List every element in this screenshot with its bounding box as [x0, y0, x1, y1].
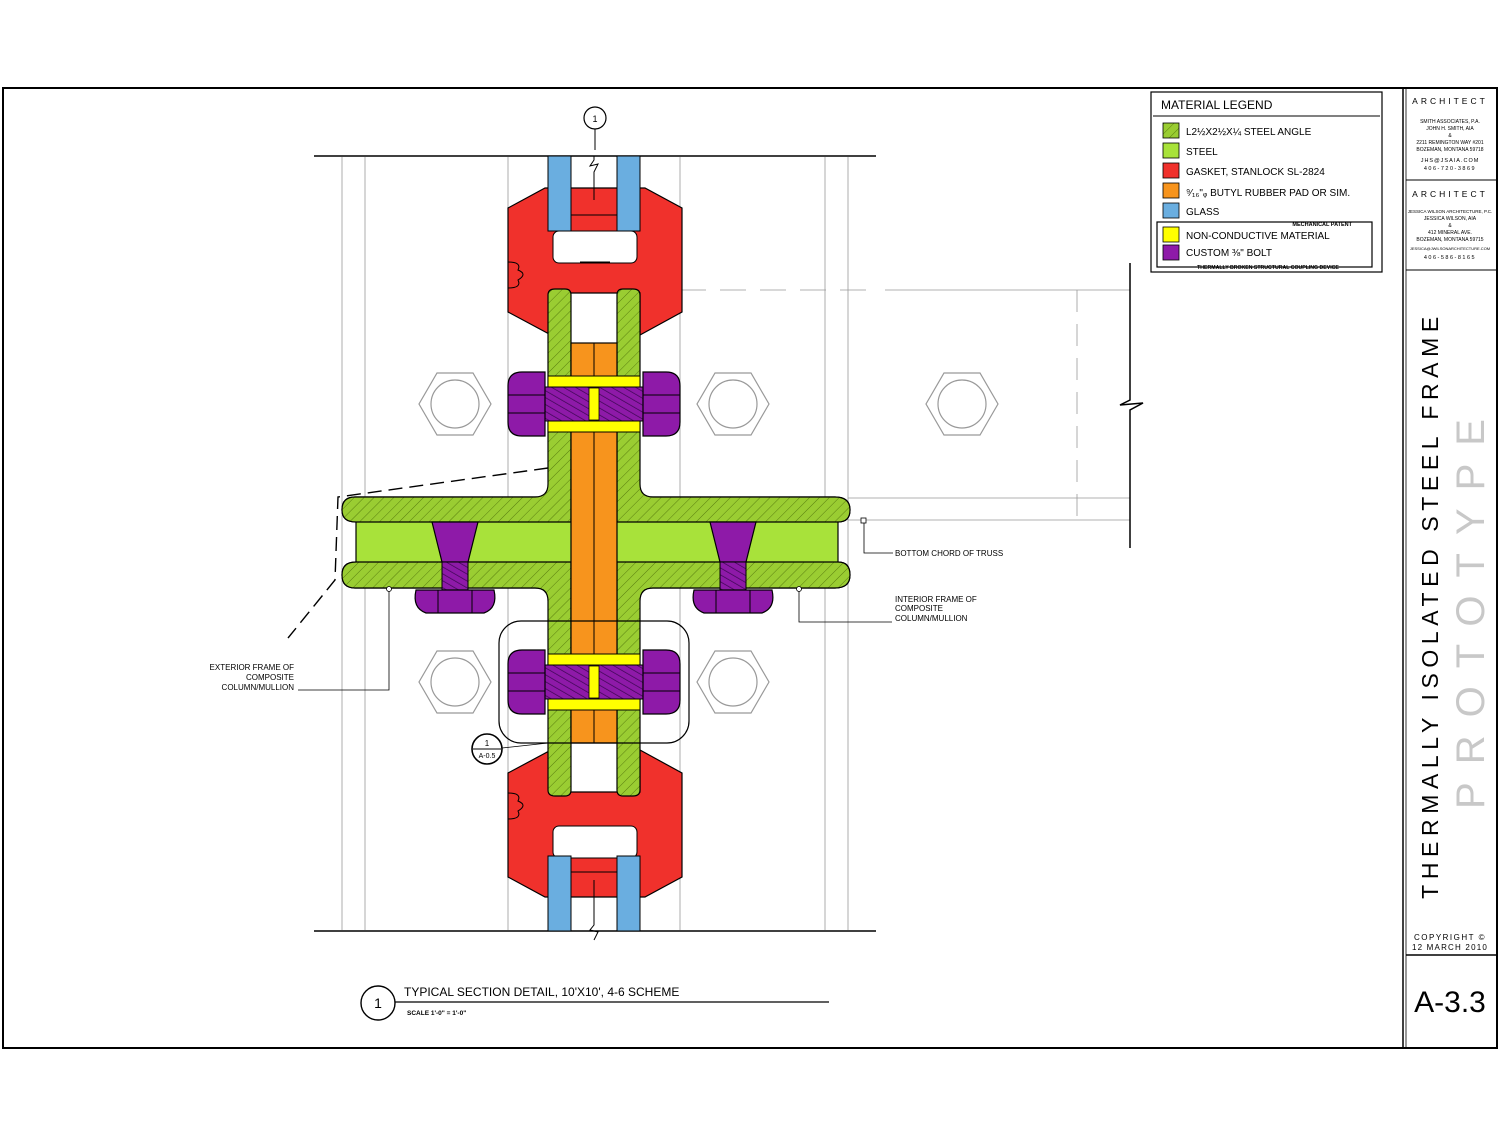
legend-item-label: NON-CONDUCTIVE MATERIAL	[1186, 231, 1330, 242]
material-legend: MATERIAL LEGEND L2½X2½X¼ STEEL ANGLE STE…	[1150, 91, 1383, 273]
ref-bubble-bottom: A-0.5	[479, 753, 496, 760]
non-conductive-sleeve	[588, 387, 600, 421]
architect-2-line: JESSICA@JWILSONARCHITECTURE.COM	[1410, 246, 1490, 251]
architect-2-line: BOZEMAN, MONTANA 59715	[1416, 237, 1483, 243]
device-label: THERMALLY BROKEN STRUCTURAL COUPLING DEV…	[1197, 265, 1339, 271]
bolt-nut-right	[642, 371, 681, 437]
detail-scale: SCALE 1'-0" = 1'-0"	[407, 1010, 466, 1017]
legend-swatch-gasket	[1162, 162, 1180, 179]
architect-1-line: &	[1448, 133, 1452, 139]
note-interior-line: INTERIOR FRAME OF	[895, 595, 977, 604]
architect-2-line: JESSICA WILSON ARCHITECTURE, P.C.	[1408, 209, 1492, 214]
copyright-text: COPYRIGHT ©	[1414, 933, 1486, 942]
legend-swatch-non-conductive	[1162, 226, 1180, 243]
vertical-bolt-right	[692, 521, 774, 614]
bolt-assembly-lower	[507, 649, 681, 715]
note-exterior-line: COLUMN/MULLION	[222, 683, 295, 692]
legend-swatch-bolt	[1162, 244, 1180, 261]
note-interior-line: COLUMN/MULLION	[895, 614, 968, 623]
non-conductive-washer	[547, 420, 641, 433]
note-exterior-line: COMPOSITE	[246, 673, 294, 682]
detail-reference-bubble: 1 A-0.5	[471, 733, 549, 765]
architect-2-line: 412 MINERAL AVE.	[1428, 230, 1472, 236]
legend-item-label: GASKET, STANLOCK SL-2824	[1186, 167, 1325, 178]
steel-angle-left-lower	[341, 561, 572, 797]
top-gasket-void	[552, 230, 638, 264]
gasket-notch	[507, 261, 524, 289]
steel-angle-left-upper	[341, 288, 572, 523]
non-conductive-washer	[547, 698, 641, 711]
bolt-head-left	[507, 371, 546, 437]
steel-angle-right-lower	[616, 561, 851, 797]
architect-1-line: JOHN H. SMITH, AIA	[1426, 126, 1474, 132]
ref-bubble-top: 1	[485, 739, 490, 748]
architect-1-line: 2211 REMINGTON WAY #201	[1416, 140, 1483, 146]
note-truss: BOTTOM CHORD OF TRUSS	[895, 549, 1003, 558]
non-conductive-washer	[547, 653, 641, 666]
legend-item-label: ⁹⁄₁₆"ᵩ BUTYL RUBBER PAD OR SIM.	[1186, 188, 1350, 199]
bottom-glass-right	[616, 855, 641, 932]
legend-swatch-butyl-pad	[1162, 182, 1180, 199]
architect-2-line: JESSICA WILSON, AIA	[1424, 216, 1477, 222]
note-interior-line: COMPOSITE	[895, 604, 943, 613]
exterior-frame-note: EXTERIOR FRAME OF COMPOSITE COLUMN/MULLI…	[210, 586, 392, 692]
legend-swatch-steel	[1162, 142, 1180, 159]
grid-bubble-label: 1	[592, 114, 597, 124]
top-break-mark	[588, 156, 599, 200]
legend-item-label: GLASS	[1186, 207, 1220, 218]
legend-swatch-steel-angle	[1162, 122, 1180, 139]
bottom-gasket-void	[552, 825, 638, 859]
exterior-frame-dashed	[287, 467, 549, 639]
project-title: THERMALLY ISOLATED STEEL FRAME	[1417, 311, 1443, 899]
bolt-nut-right	[642, 649, 681, 715]
sheet-border	[2, 87, 1498, 1049]
grid-bubble	[583, 106, 607, 130]
project-subtitle: PROTOTYPE	[1449, 401, 1493, 809]
bolt-head-left	[507, 649, 546, 715]
patent-box	[1156, 221, 1373, 268]
patent-label: MECHANICAL PATENT	[1292, 222, 1352, 228]
architect-block-2: ARCHITECT JESSICA WILSON ARCHITECTURE, P…	[1408, 189, 1492, 261]
title-block: ARCHITECT SMITH ASSOCIATES, P.A. JOHN H.…	[1402, 88, 1497, 1048]
legend-title: MATERIAL LEGEND	[1161, 98, 1273, 112]
section-detail-drawing: 1	[210, 106, 1144, 941]
legend-swatch-glass	[1162, 202, 1180, 219]
non-conductive-washer	[547, 375, 641, 388]
detail-title-block: 1 TYPICAL SECTION DETAIL, 10'X10', 4-6 S…	[360, 985, 829, 1021]
bottom-gasket	[507, 748, 683, 898]
legend-item-label: STEEL	[1186, 147, 1218, 158]
sheet-number: A-3.3	[1414, 986, 1486, 1019]
hex-nut-outlines	[418, 372, 999, 714]
truss-break-line	[1119, 263, 1144, 548]
detail-number-bubble	[360, 985, 396, 1021]
legend-item-label: CUSTOM ⅜" BOLT	[1186, 248, 1272, 259]
detail-title: TYPICAL SECTION DETAIL, 10'X10', 4-6 SCH…	[404, 985, 679, 999]
architect-1-line: 406-720-3869	[1424, 166, 1476, 172]
architect-2-line: &	[1448, 223, 1452, 229]
coupling-device-outline	[498, 620, 690, 744]
bottom-glass-left	[547, 855, 572, 932]
top-glass-right	[616, 155, 641, 232]
issue-date: 12 MARCH 2010	[1412, 943, 1488, 952]
architect-1-line: SMITH ASSOCIATES, P.A.	[1420, 119, 1480, 125]
architect-2-heading: ARCHITECT	[1412, 189, 1488, 199]
top-glass-left	[547, 155, 572, 232]
truss-note: BOTTOM CHORD OF TRUSS	[860, 517, 1003, 558]
interior-frame-note: INTERIOR FRAME OF COMPOSITE COLUMN/MULLI…	[796, 586, 977, 623]
architect-block-1: ARCHITECT SMITH ASSOCIATES, P.A. JOHN H.…	[1412, 96, 1488, 172]
steel-angle-right-upper	[616, 288, 851, 523]
gasket-notch	[507, 792, 524, 820]
architect-2-line: 406-586-8165	[1424, 255, 1476, 261]
legend-item-label: L2½X2½X¼ STEEL ANGLE	[1186, 126, 1312, 138]
note-exterior-line: EXTERIOR FRAME OF	[210, 663, 295, 672]
vertical-bolt-left	[414, 521, 496, 614]
bolt-assembly-upper	[507, 371, 681, 437]
detail-number: 1	[374, 995, 382, 1011]
bottom-break-mark	[589, 880, 599, 941]
non-conductive-sleeve	[588, 665, 600, 699]
architect-1-heading: ARCHITECT	[1412, 96, 1488, 106]
architect-1-line: JHS@JSAIA.COM	[1421, 158, 1480, 164]
architect-1-line: BOZEMAN, MONTANA 59718	[1416, 147, 1483, 153]
